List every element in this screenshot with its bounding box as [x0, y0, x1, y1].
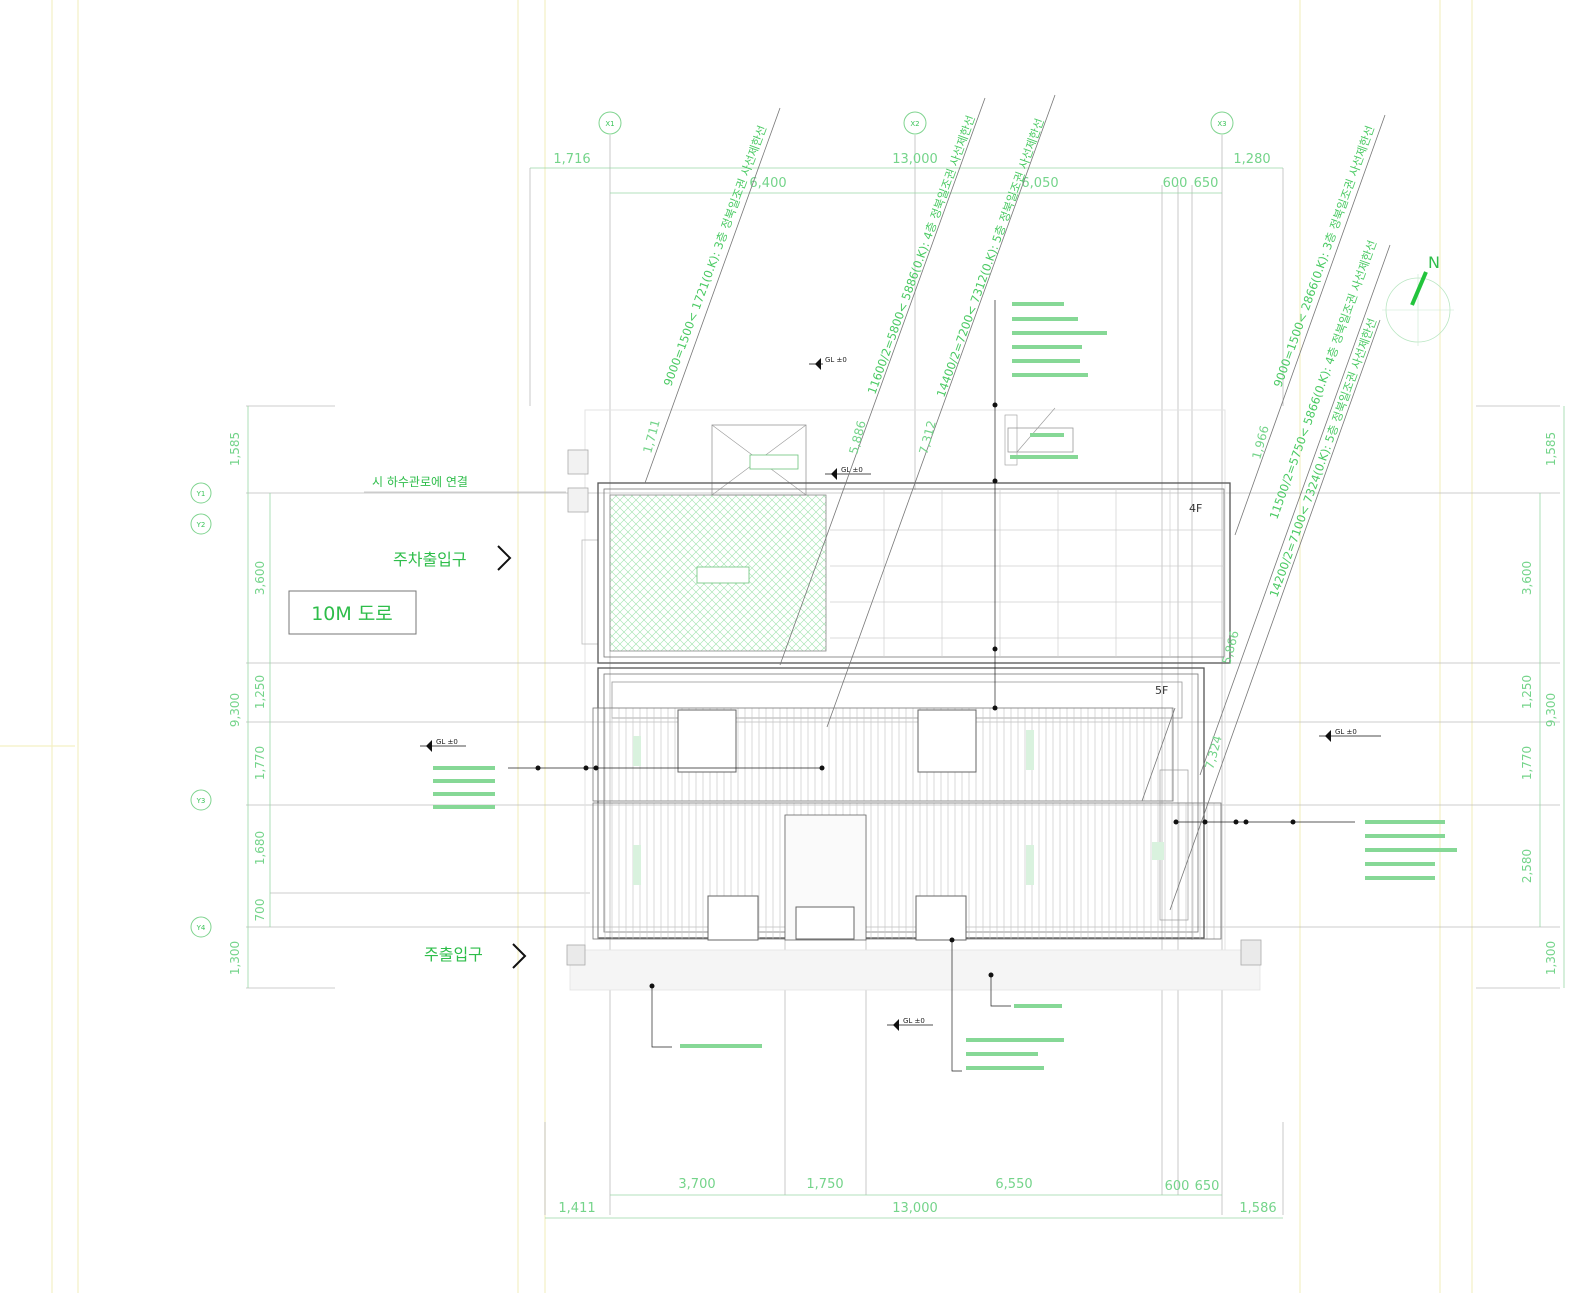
svg-text:9,300: 9,300 — [228, 693, 242, 727]
leader-lines — [508, 300, 1355, 1072]
gl-marks: GL ±0 GL ±0 GL ±0 GL ±0 GL ±0 — [420, 356, 1381, 1031]
dim-bottom-6550: 6,550 — [995, 1177, 1032, 1192]
dim-top-6050: 6,050 — [1021, 176, 1058, 191]
grid-lines — [246, 135, 1560, 1215]
road-label-box — [288, 590, 417, 635]
svg-text:N: N — [1428, 253, 1440, 272]
svg-text:GL ±0: GL ±0 — [436, 738, 458, 746]
sunlight-label-3f-left: 9000=1500< 1721(0.K): 3층 정북일조권 사선제한선 — [661, 123, 770, 388]
parking-area — [567, 407, 1074, 645]
svg-text:1,300: 1,300 — [228, 941, 242, 975]
dim-bottom-1750: 1,750 — [806, 1177, 843, 1192]
dim-bottom-650: 650 — [1195, 1179, 1220, 1194]
svg-text:X3: X3 — [1217, 120, 1226, 128]
main-entrance-arrow-icon — [512, 943, 527, 969]
main-entrance-label: 주출입구 — [424, 945, 483, 964]
parking-entrance-arrow-icon — [497, 545, 512, 571]
svg-text:GL ±0: GL ±0 — [841, 466, 863, 474]
svg-text:700: 700 — [253, 899, 267, 922]
left-dimensions: 1,585 3,600 1,250 1,770 1,680 700 1,300 … — [228, 432, 267, 975]
floor-4f-plan: 4F — [597, 482, 1231, 664]
svg-text:2,580: 2,580 — [1520, 849, 1534, 883]
svg-text:X1: X1 — [605, 120, 614, 128]
dim-bottom-1586: 1,586 — [1239, 1201, 1276, 1216]
floor-label-4f: 4F — [1189, 502, 1202, 515]
svg-text:1,770: 1,770 — [253, 746, 267, 780]
svg-text:7,312: 7,312 — [916, 419, 938, 456]
svg-text:1,250: 1,250 — [1520, 675, 1534, 709]
bottom-dimensions: 3,700 1,750 6,550 600 650 1,411 13,000 1… — [558, 1177, 1276, 1216]
svg-text:1,585: 1,585 — [1544, 432, 1558, 466]
svg-text:1,585: 1,585 — [228, 432, 242, 466]
grid-bubbles-top: X1 X2 X3 — [598, 111, 1234, 135]
dim-bottom-3700: 3,700 — [678, 1177, 715, 1192]
svg-text:X2: X2 — [910, 120, 919, 128]
svg-text:Y4: Y4 — [196, 924, 206, 932]
svg-text:5,866: 5,866 — [1219, 629, 1241, 666]
grid-bubbles-left: Y1 Y2 Y3 Y4 — [190, 482, 212, 938]
dim-top-600: 600 — [1163, 176, 1188, 191]
sheet-frames — [0, 0, 1473, 1293]
svg-text:1,300: 1,300 — [1544, 941, 1558, 975]
north-arrow-icon: N — [1382, 253, 1454, 346]
svg-text:5,886: 5,886 — [846, 419, 868, 456]
dim-bottom-13000: 13,000 — [892, 1201, 938, 1216]
svg-text:Y1: Y1 — [196, 490, 206, 498]
svg-text:GL ±0: GL ±0 — [1335, 728, 1357, 736]
svg-text:1,711: 1,711 — [640, 418, 662, 455]
note-blocks — [433, 302, 1457, 1070]
dim-top-6400: 6,400 — [749, 176, 786, 191]
dim-top-13000: 13,000 — [892, 152, 938, 167]
dim-bottom-1411: 1,411 — [558, 1201, 595, 1216]
dim-bottom-600: 600 — [1165, 1179, 1190, 1194]
svg-text:1,680: 1,680 — [253, 831, 267, 865]
dim-top-1280: 1,280 — [1233, 152, 1270, 167]
top-dimensions: 1,716 13,000 1,280 6,400 6,050 600 650 — [553, 152, 1270, 191]
sewer-connection-label: 시 하수관로에 연결 — [372, 475, 468, 489]
right-dimensions: 1,585 3,600 1,250 1,770 2,580 1,300 9,30… — [1520, 432, 1558, 975]
svg-text:9,300: 9,300 — [1544, 693, 1558, 727]
svg-text:GL ±0: GL ±0 — [903, 1017, 925, 1025]
svg-text:3,600: 3,600 — [253, 561, 267, 595]
left-labels: 시 하수관로에 연결 주차출입구 주출입구 10M 도로 — [288, 475, 1262, 969]
svg-text:1,770: 1,770 — [1520, 746, 1534, 780]
interior-markers — [633, 730, 1164, 885]
dim-top-1716: 1,716 — [553, 152, 590, 167]
svg-text:Y2: Y2 — [196, 521, 206, 529]
dimension-lines — [247, 167, 1565, 1219]
svg-text:GL ±0: GL ±0 — [825, 356, 847, 364]
road-label: 10M 도로 — [311, 603, 393, 625]
leader-dots — [535, 402, 1296, 989]
sunlight-setback-lines — [644, 94, 1391, 911]
svg-text:1,250: 1,250 — [253, 675, 267, 709]
floor-label-5f: 5F — [1155, 684, 1168, 697]
dim-top-650: 650 — [1194, 176, 1219, 191]
parking-entrance-label: 주차출입구 — [393, 550, 467, 569]
svg-text:3,600: 3,600 — [1520, 561, 1534, 595]
svg-text:Y3: Y3 — [196, 797, 206, 805]
floor-5f-plan: 5F — [592, 667, 1222, 941]
